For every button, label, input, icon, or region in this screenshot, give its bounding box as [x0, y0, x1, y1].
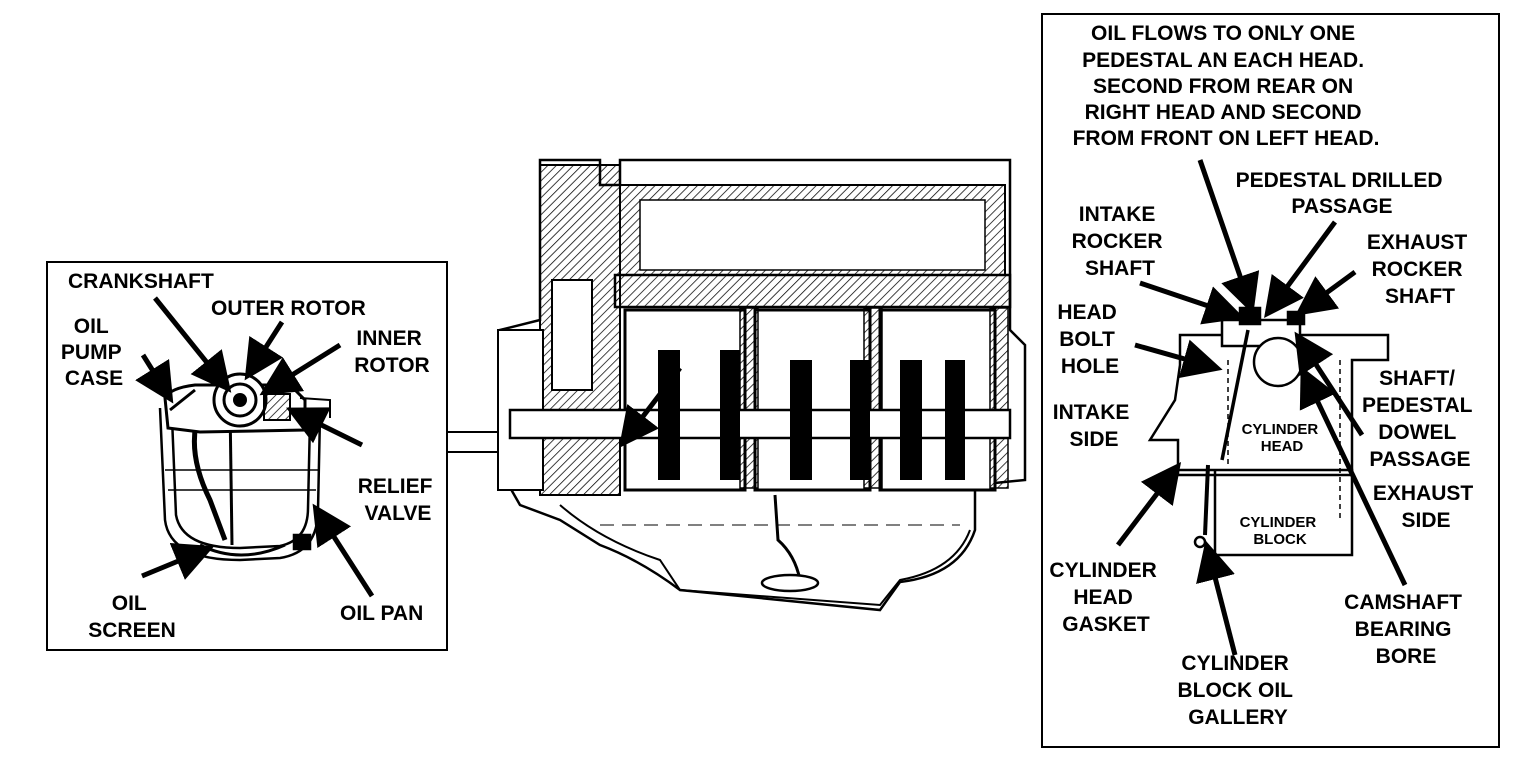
label-intake-rocker-shaft-3: SHAFT	[1085, 257, 1155, 280]
arrow-head-bolt-hole	[1134, 339, 1223, 379]
engine-oil-pan	[559, 504, 971, 607]
flow-note-3: SECOND FROM REAR ON	[1093, 75, 1353, 98]
arrow-exhaust-rocker-shaft	[1294, 269, 1357, 316]
label-shaft-pedestal-dowel-passage-4: PASSAGE	[1369, 448, 1470, 471]
label-exhaust-rocker-shaft-1: EXHAUST	[1367, 231, 1468, 254]
label-oil-screen-1: OIL	[112, 592, 147, 615]
arrow-crankshaft	[153, 296, 232, 393]
label-head-bolt-hole-2: BOLT	[1059, 328, 1115, 351]
label-pedestal-drilled-passage-1: PEDESTAL DRILLED	[1236, 169, 1443, 192]
engine-cutaway	[497, 158, 1027, 612]
label-relief-valve-2: VALVE	[365, 502, 432, 525]
label-intake-side-2: SIDE	[1069, 428, 1118, 451]
arrow-camshaft-bearing-bore	[1299, 365, 1408, 587]
label-intake-rocker-shaft-1: INTAKE	[1079, 203, 1156, 226]
label-inner-rotor-2: ROTOR	[354, 354, 429, 377]
flow-note-1: OIL FLOWS TO ONLY ONE	[1091, 22, 1355, 45]
inset-frame-left	[46, 261, 448, 651]
label-cylinder-head-gasket-2: HEAD	[1073, 586, 1133, 609]
arrow-inner-rotor	[259, 342, 342, 396]
arrow-relief-valve	[286, 407, 364, 448]
label-cylinder-block-oil-gallery-2: BLOCK OIL	[1178, 679, 1294, 702]
label-oil-pan: OIL PAN	[340, 602, 423, 625]
label-cylinder-block-inner-2: BLOCK	[1253, 531, 1306, 548]
right-inset-arrows	[1116, 159, 1408, 656]
label-cylinder-head-inner-1: CYLINDER	[1242, 421, 1319, 438]
label-cylinder-head-gasket-3: GASKET	[1062, 613, 1150, 636]
crankshaft-main	[508, 408, 1012, 440]
label-shaft-pedestal-dowel-passage-3: DOWEL	[1378, 421, 1456, 444]
arrow-intake-rocker-shaft	[1139, 280, 1245, 325]
arrow-oil-pan	[312, 503, 375, 598]
label-cylinder-head-gasket: CYLINDER HEAD GASKET	[1049, 559, 1162, 636]
oil-pump-housing	[163, 372, 331, 434]
oil-pump-inset: CRANKSHAFT OUTER ROTOR OIL PUMP CASE INN…	[46, 261, 520, 651]
flow-note-2: PEDESTAL AN EACH HEAD.	[1082, 49, 1364, 72]
label-pedestal-drilled-passage-2: PASSAGE	[1291, 195, 1392, 218]
label-head-bolt-hole: HEAD BOLT HOLE	[1057, 301, 1122, 378]
label-oil-pump-case-2: PUMP	[61, 341, 122, 364]
deck-band	[613, 273, 1012, 309]
center-arrow	[618, 366, 682, 448]
flow-note-5: FROM FRONT ON LEFT HEAD.	[1073, 127, 1380, 150]
flow-note-4: RIGHT HEAD AND SECOND	[1085, 101, 1362, 124]
label-cylinder-block-inner-1: CYLINDER	[1240, 514, 1317, 531]
label-camshaft-bearing-bore: CAMSHAFT BEARING BORE	[1344, 591, 1468, 668]
distributor-shaft	[551, 279, 593, 391]
head-gap	[639, 199, 986, 271]
label-inner-rotor-1: INNER	[356, 327, 421, 350]
label-cylinder-block-oil-gallery-1: CYLINDER	[1181, 652, 1288, 675]
label-oil-pump-case-1: OIL	[74, 315, 109, 338]
label-crankshaft: CRANKSHAFT	[68, 270, 214, 293]
label-exhaust-rocker-shaft-2: ROCKER	[1372, 258, 1463, 281]
arrow-cylinder-head-gasket	[1116, 462, 1182, 547]
crank-throws	[658, 350, 965, 480]
label-relief-valve-1: RELIEF	[358, 475, 433, 498]
label-shaft-pedestal-dowel-passage-2: PEDESTAL	[1362, 394, 1473, 417]
left-inset-arrows	[135, 296, 375, 598]
label-relief-valve: RELIEF VALVE	[358, 475, 439, 525]
label-cylinder-block-oil-gallery-3: GALLERY	[1188, 706, 1288, 729]
arrow-oil-pump-case	[135, 353, 174, 404]
label-intake-side: INTAKE SIDE	[1053, 401, 1135, 451]
label-oil-screen-2: SCREEN	[88, 619, 176, 642]
label-intake-rocker-shaft: INTAKE ROCKER SHAFT	[1072, 203, 1169, 280]
label-intake-side-1: INTAKE	[1053, 401, 1130, 424]
label-exhaust-rocker-shaft-3: SHAFT	[1385, 285, 1455, 308]
label-pedestal-drilled-passage: PEDESTAL DRILLED PASSAGE	[1236, 169, 1449, 218]
cylinder-head-inset: OIL FLOWS TO ONLY ONE PEDESTAL AN EACH H…	[1041, 13, 1500, 748]
label-shaft-pedestal-dowel-passage-1: SHAFT/	[1379, 367, 1455, 390]
label-inner-rotor: INNER ROTOR	[354, 327, 429, 377]
label-cylinder-block-inner: CYLINDER BLOCK	[1240, 514, 1321, 548]
label-cylinder-block-oil-gallery: CYLINDER BLOCK OIL GALLERY	[1178, 652, 1299, 729]
label-outer-rotor: OUTER ROTOR	[211, 297, 366, 320]
label-exhaust-side: EXHAUST SIDE	[1373, 482, 1479, 532]
label-camshaft-bearing-bore-2: BEARING	[1355, 618, 1452, 641]
label-head-bolt-hole-1: HEAD	[1057, 301, 1117, 324]
label-oil-pump-case: OIL PUMP CASE	[61, 315, 127, 390]
flow-note: OIL FLOWS TO ONLY ONE PEDESTAL AN EACH H…	[1073, 22, 1380, 150]
label-cylinder-head-gasket-1: CYLINDER	[1049, 559, 1156, 582]
label-camshaft-bearing-bore-1: CAMSHAFT	[1344, 591, 1462, 614]
arrow-note	[1197, 159, 1260, 315]
label-cylinder-head-inner-2: HEAD	[1261, 438, 1304, 455]
label-exhaust-side-2: SIDE	[1401, 509, 1450, 532]
arrow-outer-rotor	[244, 320, 285, 381]
arrow-pedestal-drilled-passage	[1264, 220, 1338, 319]
label-exhaust-rocker-shaft: EXHAUST ROCKER SHAFT	[1367, 231, 1473, 308]
label-oil-screen: OIL SCREEN	[88, 592, 176, 642]
label-shaft-pedestal-dowel-passage: SHAFT/ PEDESTAL DOWEL PASSAGE	[1362, 367, 1478, 471]
pickup-screen	[760, 573, 820, 593]
label-cylinder-head-inner: CYLINDER HEAD	[1242, 421, 1323, 455]
label-exhaust-side-1: EXHAUST	[1373, 482, 1474, 505]
arrow-cylinder-block-oil-gallery	[1196, 540, 1238, 656]
label-head-bolt-hole-3: HOLE	[1061, 355, 1119, 378]
label-camshaft-bearing-bore-3: BORE	[1376, 645, 1437, 668]
label-oil-pump-case-3: CASE	[65, 367, 123, 390]
label-intake-rocker-shaft-2: ROCKER	[1072, 230, 1163, 253]
arrow-oil-screen	[141, 542, 215, 580]
inset-frame-right	[1041, 13, 1500, 748]
